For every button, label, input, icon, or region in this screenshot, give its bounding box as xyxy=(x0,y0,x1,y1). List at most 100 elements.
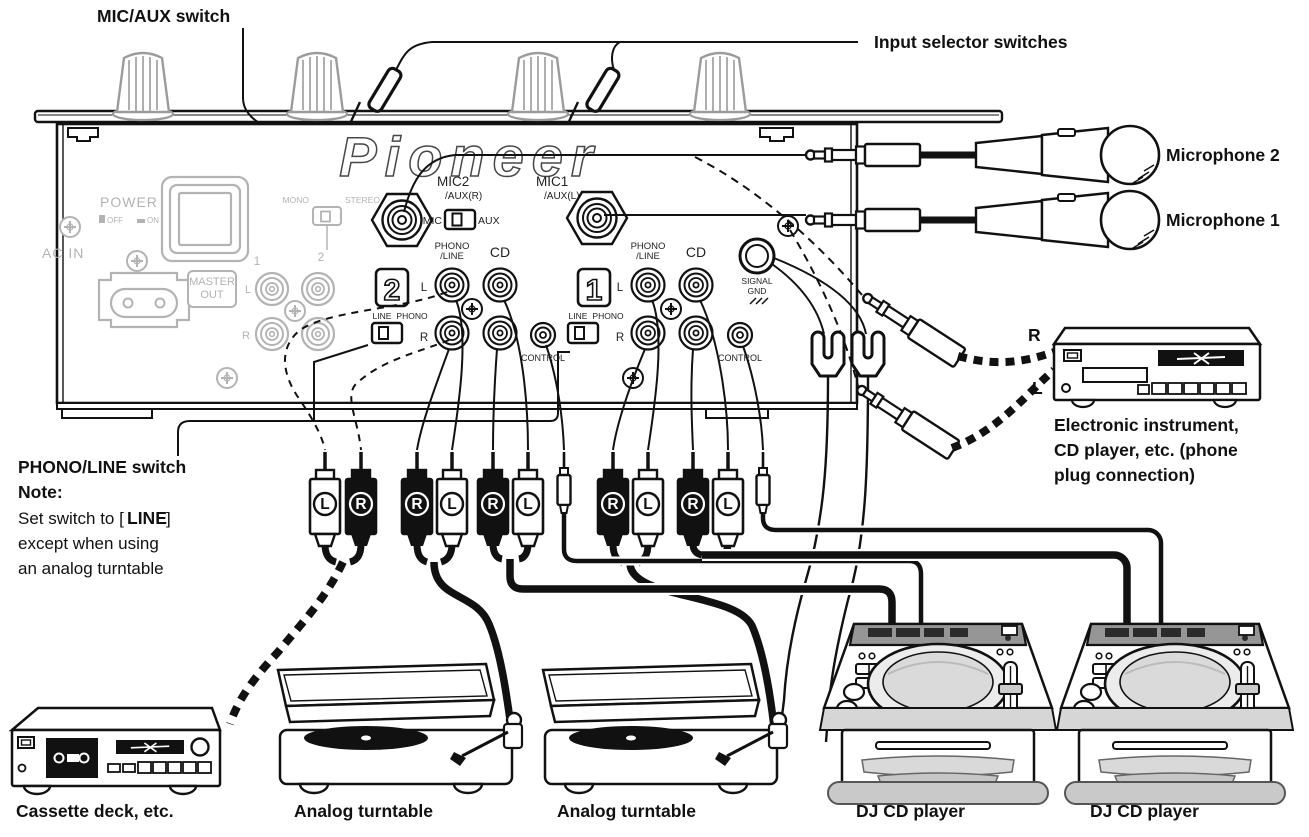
phono-line-jack-icon xyxy=(630,315,666,351)
phono-line-switch-label: PHONO/LINE switch xyxy=(18,457,186,477)
stereo-label: STEREO xyxy=(345,195,380,205)
channel1-badge-label: 1 xyxy=(586,274,603,307)
master-out-label-line1: MASTER xyxy=(189,276,235,288)
mic2-label: MIC2 xyxy=(437,174,469,189)
knob-icon xyxy=(688,51,752,122)
turntable2-caption: Analog turntable xyxy=(557,801,696,821)
screw-icon xyxy=(284,300,306,322)
plug-l-label: L xyxy=(320,496,329,513)
microphone-icon xyxy=(806,126,1159,184)
mini-plug-icon xyxy=(556,450,572,515)
aux-switch-label: AUX xyxy=(478,215,500,227)
power-label: POWER xyxy=(100,194,158,210)
power-on-icon xyxy=(137,219,145,223)
mic1-label: MIC1 xyxy=(536,174,568,189)
screw-icon xyxy=(461,298,483,320)
plug-l-label: L xyxy=(723,496,732,513)
instrument-l-cable xyxy=(950,366,1057,452)
channel1-badge xyxy=(576,267,612,308)
mixer-rear-panel xyxy=(55,122,859,419)
signal-gnd-section xyxy=(738,215,799,305)
mini-plug-icon xyxy=(755,450,771,515)
ch1-sw-phono-label: PHONO xyxy=(592,311,624,321)
ground-wire xyxy=(779,375,830,725)
signal-gnd-terminal-icon xyxy=(738,237,776,275)
corner-bracket-icon xyxy=(67,127,99,142)
signal-label: SIGNAL xyxy=(741,276,772,286)
screw-icon xyxy=(59,216,81,238)
master-out-box xyxy=(187,270,237,308)
cassette-caption: Cassette deck, etc. xyxy=(16,801,174,821)
control-jack-icon xyxy=(529,321,557,349)
mic-switch-label: MIC xyxy=(423,215,443,227)
spade-lug-icon xyxy=(850,330,886,378)
phono-line-leader-branch xyxy=(313,344,369,421)
instrument-caption-line1: Electronic instrument, xyxy=(1054,415,1239,435)
power-off-icon xyxy=(99,215,105,223)
pioneer-logo: Pioneer xyxy=(339,125,600,188)
mic-aux-switch-label: MIC/AUX switch xyxy=(97,6,230,26)
ch2-sw-phono-label: PHONO xyxy=(396,311,428,321)
knob-icon xyxy=(111,51,175,122)
ch2-sw-line-label: LINE xyxy=(373,311,392,321)
microphone1-label: Microphone 1 xyxy=(1166,210,1280,230)
gnd-leader-lines xyxy=(771,257,867,335)
turntable-icon xyxy=(541,662,789,795)
power-on-label: ON xyxy=(147,216,159,225)
phono-line-leader-line xyxy=(177,351,570,456)
note-line2: except when using xyxy=(18,534,159,553)
master-r-label: R xyxy=(242,330,250,342)
plug-r-label: R xyxy=(355,496,366,513)
ch1-control-label: CONTROL xyxy=(718,353,762,363)
screw-icon xyxy=(777,215,799,237)
cdj2-audio-cable xyxy=(702,551,1131,624)
cdj2-control-cable xyxy=(760,512,1164,624)
input-selector-leader-line xyxy=(395,41,858,71)
master-out-label-line2: OUT xyxy=(200,289,224,301)
ch2-control-label: CONTROL xyxy=(521,353,565,363)
instrument-l-label: L xyxy=(1032,378,1043,398)
note-line3: an analog turntable xyxy=(18,559,164,578)
ch1-l-label: L xyxy=(617,282,624,294)
cassette-cable xyxy=(226,560,347,726)
plug-l-label: L xyxy=(523,496,532,513)
plug-r-label: R xyxy=(487,496,498,513)
note-line1-bold: LINE xyxy=(127,508,167,528)
cdj1-caption: DJ CD player xyxy=(856,801,965,821)
note-line1-pre: Set switch to [ xyxy=(18,509,124,528)
plug-r-label: R xyxy=(411,496,422,513)
phono-line-jack-icon xyxy=(630,267,666,303)
knob-icon xyxy=(506,51,570,122)
ch1-phono-label: PHONO xyxy=(631,241,666,252)
mic1-sub-label: /AUX(L) xyxy=(544,191,580,202)
instrument-caption-line2: CD player, etc. (phone xyxy=(1054,440,1238,460)
input-selector-lever-icon xyxy=(365,64,405,115)
screw-icon xyxy=(126,250,148,272)
ch1-r-label: R xyxy=(616,332,624,344)
phono-line-jack-icon xyxy=(434,267,470,303)
plug-l-label: L xyxy=(447,496,456,513)
mic2-sub-label: /AUX(R) xyxy=(445,191,482,202)
cd-jack-icon xyxy=(678,267,714,303)
ch1-line-sub-label: /LINE xyxy=(636,251,660,262)
cdj1-audio-cable xyxy=(506,559,896,624)
phono-line-jack-icon xyxy=(434,315,470,351)
instrument-r-label: R xyxy=(1028,325,1041,345)
power-section xyxy=(59,175,342,389)
master-num1-label: 1 xyxy=(254,254,261,268)
ch2-phono-label: PHONO xyxy=(435,241,470,252)
channel2-badge-label: 2 xyxy=(384,274,401,307)
ch2-l-label: L xyxy=(421,282,428,294)
screw-icon xyxy=(660,298,682,320)
mono-label: MONO xyxy=(283,195,310,205)
rca-jack-icon xyxy=(254,271,290,307)
screw-icon xyxy=(216,367,238,389)
audio-cables xyxy=(226,512,1166,728)
dj-cd-player-icon xyxy=(818,622,1058,806)
channel2-section xyxy=(370,267,557,351)
turntable1-cable xyxy=(430,561,515,728)
note-line1-post: ] xyxy=(166,509,171,528)
microphone2-label: Microphone 2 xyxy=(1166,145,1280,165)
